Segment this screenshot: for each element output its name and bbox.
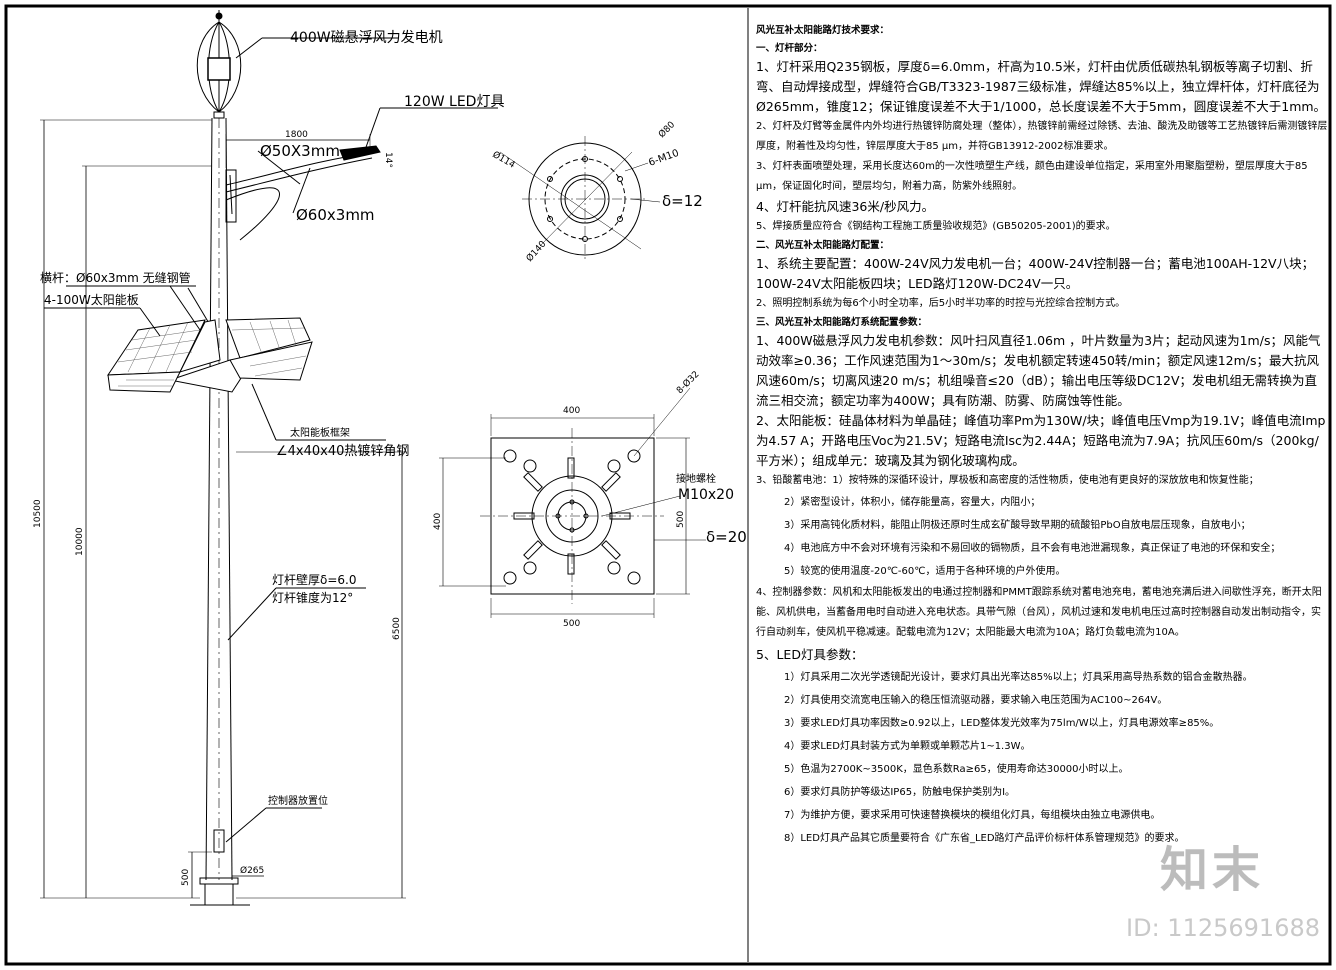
arm-angle-label: 14° (383, 152, 393, 168)
led-item: 5）色温为2700K~3500K，显色系数Ra≥65，使用寿命达30000小时以… (784, 764, 1129, 775)
controller-label: 控制器放置位 (268, 794, 328, 807)
brace-label: 横杆：Ø60x3mm 无缝钢管 (40, 270, 191, 285)
battery-item: 5）较宽的使用温度-20℃-60℃，适用于各种环境的户外使用。 (784, 566, 1066, 577)
spec-title: 风光互补太阳能路灯技术要求： (756, 25, 890, 36)
led-item: 4）要求LED灯具封装方式为单颗或单颗芯片1~1.3W。 (784, 741, 1031, 752)
pole-taper-label: 灯杆锥度为12° (272, 590, 353, 605)
drawing-frame (4, 4, 1332, 966)
pole-labels: 400W磁悬浮风力发电机 120W LED灯具 1800 Ø50X3mm 14°… (33, 30, 504, 886)
spec-section-2: 二、风光互补太阳能路灯配置： 1、系统主要配置：400W-24V风力发电机一台；… (756, 238, 1328, 314)
spec-paragraph: 4、灯杆能抗风速36米/秒风力。 (756, 199, 935, 214)
led-item: 6）要求灯具防护等级达IP65，防触电保护类别为I。 (784, 787, 1016, 798)
spec-section-1: 一、灯杆部分： 1、灯杆采用Q235钢板，厚度δ=6.0mm，杆高为10.5米，… (756, 41, 1328, 237)
led-spec: 5、LED灯具参数： 1）灯具采用二次光学透镜配光设计，要求灯具出光率达85%以… (756, 643, 1328, 850)
led-item: 3）要求LED灯具功率因数≥0.92以上，LED整体发光效率为75lm/W以上，… (784, 718, 1220, 729)
battery-item: 4）电池底方中不会对环境有污染和不易回收的镉物质，且不会有电池泄漏现象，真正保证… (784, 543, 1281, 554)
led-lamp-label: 120W LED灯具 (404, 94, 504, 110)
panel-bracket-label-2: ∠4x40x40热镀锌角钢 (276, 443, 409, 459)
flange-d140: Ø140 (524, 238, 549, 264)
anchor-label: 接地螺栓 (676, 472, 716, 485)
panel-bracket-label-1: 太阳能板框架 (290, 426, 350, 439)
battery-spec: 3、铅酸蓄电池：1）按特殊的深循环设计，厚极板和高密度的活性物质，使电池有更良好… (756, 471, 1328, 583)
flange-d80: Ø80 (656, 119, 677, 140)
led-heading: 5、LED灯具参数： (756, 647, 864, 662)
arm-length-label: 1800 (285, 130, 308, 140)
base-h500-label: 500 (676, 511, 686, 528)
pole-wall-label: 灯杆壁厚δ=6.0 (272, 572, 356, 587)
led-item: 7）为维护方便，要求采用可快速替换模块的模组化灯具，每组模块由独立电源供电。 (784, 810, 1161, 821)
section-heading: 三、风光互补太阳能路灯系统配置参数： (756, 317, 928, 328)
arm-tube2-label: Ø60x3mm (296, 206, 375, 224)
base-plate-labels: 8-Ø32 400 400 500 500 接地螺栓 M10x20 δ=20 (433, 369, 747, 629)
battery-lead: 3、铅酸蓄电池：1）按特殊的深循环设计，厚极板和高密度的活性物质，使电池有更良好… (756, 475, 1259, 486)
flange-thickness: δ=12 (662, 192, 703, 210)
solar-panel-label: 4-100W太阳能板 (44, 292, 139, 307)
spec-paragraph: 1、系统主要配置：400W-24V风力发电机一台；400W-24V控制器一台；蓄… (756, 256, 1315, 291)
flange-bolts: 6-M10 (647, 148, 680, 169)
controller-spec: 4、控制器参数：风机和太阳能板发出的电通过控制器和PMMT跟踪系统对蓄电池充电，… (756, 587, 1322, 638)
spec-paragraph: 2、照明控制系统为每6个小时全功率，后5小时半功率的时控与光控综合控制方式。 (756, 298, 1126, 309)
flange-detail (499, 136, 661, 262)
arm-tube1-label: Ø50X3mm (260, 142, 340, 160)
spec-paragraph: 2、灯杆及灯臂等金属件内外均进行热镀锌防腐处理（整体），热镀锌前需经过除锈、去油… (756, 121, 1328, 152)
base-dia-label: Ø265 (240, 865, 264, 876)
base-thickness-label: δ=20 (706, 528, 747, 546)
spec-paragraph: 1、400W磁悬浮风力发电机参数：风叶扫风直径1.06m ，叶片数量为3片；起动… (756, 333, 1321, 408)
wind-turbine-drawing (196, 10, 242, 119)
battery-item: 3）采用高钝化质材料，能阻止阴极还原时生成玄矿酸导致早期的硫酸铅PbO自放电层压… (784, 520, 1251, 531)
dim-500-label: 500 (181, 869, 191, 886)
base-w400-label: 400 (563, 406, 580, 416)
wind-turbine-label: 400W磁悬浮风力发电机 (290, 30, 443, 46)
dim-6500-label: 6500 (392, 617, 402, 640)
flange-labels: Ø114 Ø80 6-M10 δ=12 Ø140 (491, 119, 703, 264)
spec-paragraph: 2、太阳能板：硅晶体材料为单晶硅；峰值功率Pm为130W/块；峰值电压Vmp为1… (756, 413, 1326, 468)
pole-dimensions (40, 119, 406, 899)
section-heading: 一、灯杆部分： (756, 43, 823, 54)
solar-panel-drawing (107, 317, 313, 393)
section-heading: 二、风光互补太阳能路灯配置： (756, 240, 890, 251)
anchor-size-label: M10x20 (678, 487, 734, 503)
base-w500-label: 500 (563, 619, 580, 629)
led-item: 2）灯具使用交流宽电压输入的稳压恒流驱动器，要求输入电压范围为AC100~264… (784, 695, 1168, 706)
battery-item: 2）紧密型设计，体积小，储存能量高，容量大，内阻小； (784, 497, 1041, 508)
spec-paragraph: 5、焊接质量应符合《钢结构工程施工质量验收规范》(GB50205-2001)的要… (756, 221, 1116, 232)
dim-10500-label: 10500 (33, 499, 43, 528)
spec-section-3: 三、风光互补太阳能路灯系统配置参数： 1、400W磁悬浮风力发电机参数：风叶扫风… (756, 315, 1328, 471)
spec-paragraph: 3、灯杆表面喷塑处理，采用长度达60m的一次性喷塑生产线，颜色由建设单位指定，采… (756, 161, 1308, 192)
flange-d114: Ø114 (491, 149, 518, 171)
dim-10000-label: 10000 (75, 527, 85, 556)
base-hole-label: 8-Ø32 (674, 369, 701, 396)
led-item: 8）LED灯具产品其它质量要符合《广东省_LED路灯产品评价标杆体系管理规范》的… (784, 833, 1185, 844)
spec-paragraph: 1、灯杆采用Q235钢板，厚度δ=6.0mm，杆高为10.5米，灯杆由优质低碳热… (756, 59, 1327, 114)
led-item: 1）灯具采用二次光学透镜配光设计，要求灯具出光率达85%以上；灯具采用高导热系数… (784, 672, 1253, 683)
technical-requirements: 风光互补太阳能路灯技术要求： 一、灯杆部分： 1、灯杆采用Q235钢板，厚度δ=… (756, 22, 1328, 850)
base-h400-label: 400 (433, 513, 443, 530)
base-plate-detail (439, 387, 706, 618)
